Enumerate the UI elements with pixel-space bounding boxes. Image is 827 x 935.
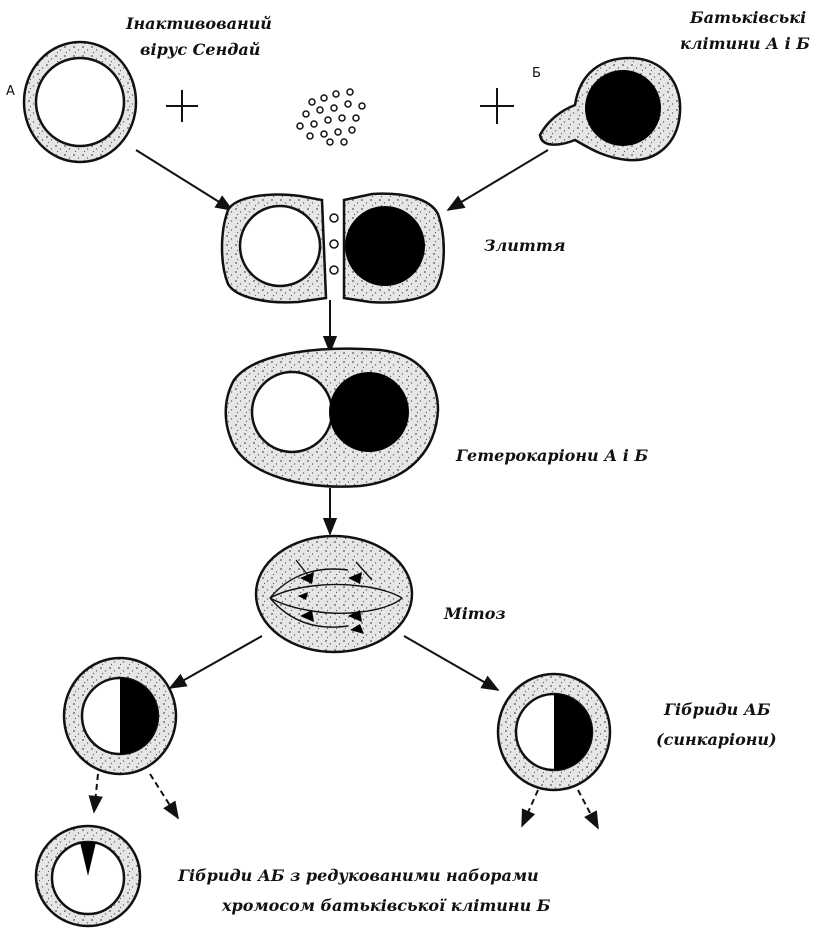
sendai-virus-particles [297,89,365,145]
reduced-label-line2: хромосом батьківської клітини Б [222,896,550,916]
mitosis-cell [256,536,412,652]
hybrids-label-line2: (синкаріони) [656,730,777,750]
arrow-a-to-fusion [136,150,232,210]
parents-label-line2: клітини А і Б [680,34,810,54]
reduced-label-line1: Гібриди АБ з редукованими наборами [178,866,539,886]
parents-label-line1: Батьківські [690,8,806,28]
parent-cell-b [540,58,680,160]
plus-sign-left [166,90,198,122]
heterokaryon-cell [226,349,438,487]
virus-label-line2: вірус Сендай [140,40,260,60]
parent-cell-a [24,42,136,162]
fusion-label: Злиття [484,236,565,256]
arrow-mitosis-to-hybrid-left [170,636,262,688]
arrow-mitosis-to-hybrid-right [404,636,498,690]
plus-sign-right [480,88,514,124]
reduced-hybrid-cell [36,826,140,926]
arrow-b-to-fusion [448,150,548,210]
hybrid-cell-right [498,674,610,790]
hybrids-label-line1: Гібриди АБ [664,700,771,720]
mitosis-label: Мітоз [444,604,506,624]
cell-b-letter: Б [532,66,541,81]
dashed-arrows [94,774,598,828]
fusing-cells [222,194,444,303]
virus-label-line1: Інактивований [126,14,272,34]
heterokaryon-label: Гетерокаріони А і Б [456,446,648,466]
cell-a-letter: А [6,84,15,99]
hybrid-cell-left [64,658,176,774]
